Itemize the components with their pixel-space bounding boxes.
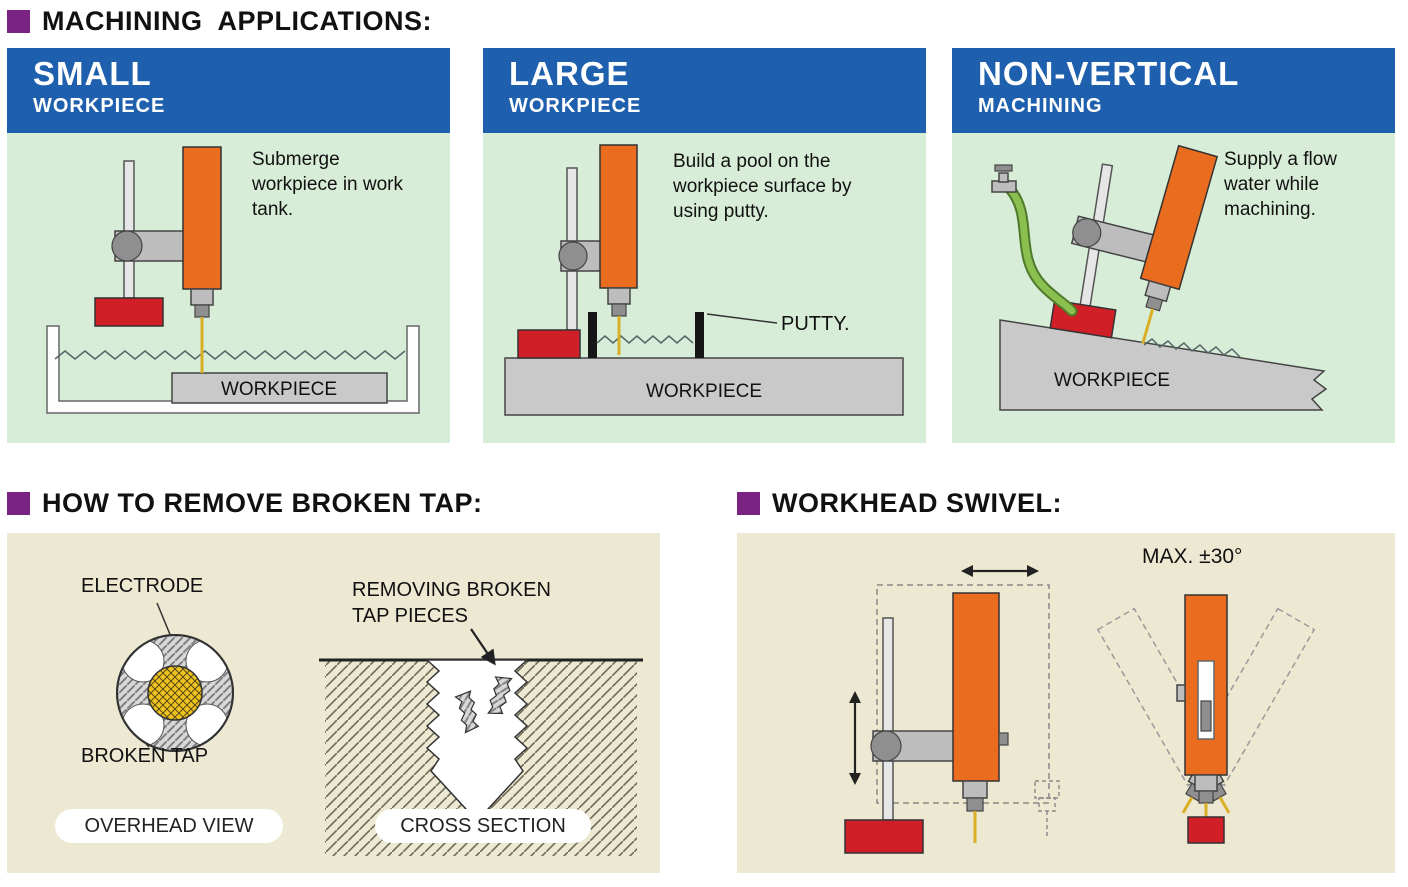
arrowhead-left: [961, 565, 973, 577]
non-vertical-drawing: WORKPIECE: [991, 144, 1328, 411]
workpiece-label: WORKPIECE: [646, 381, 762, 402]
cross-section-badge: CROSS SECTION: [375, 809, 591, 843]
panel-large-description: Build a pool on the workpiece surface by…: [673, 151, 852, 223]
body-group: [1139, 144, 1219, 344]
machine-body: [599, 144, 638, 289]
workhead-swivel-title: WORKHEAD SWIVEL:: [772, 488, 1062, 518]
panel-large-title: LARGE: [509, 55, 630, 92]
panel-large-header: LARGE WORKPIECE: [483, 48, 926, 133]
overhead-view-badge: OVERHEAD VIEW: [55, 809, 283, 843]
panel-small-illustration: WORKPIECE Submerge workpiece in work tan…: [7, 133, 450, 443]
broken-tap-header: HOW TO REMOVE BROKEN TAP:: [7, 488, 483, 519]
machine-base: [844, 819, 924, 854]
panel-small-workpiece: SMALL WORKPIECE WORKPIECE Submerge workp…: [7, 48, 450, 443]
chuck-lower: [194, 304, 210, 318]
machine-base: [517, 329, 581, 359]
pointer-arrow: [470, 628, 496, 666]
arm-knob: [870, 730, 902, 762]
workhead-swivel-drawing: [844, 565, 1316, 854]
machining-applications-header: MACHINING APPLICATIONS:: [7, 6, 432, 37]
panel-non-vertical-illustration: WORKPIECE Supply a flow water while mach…: [952, 133, 1395, 443]
broken-tap-label: BROKEN TAP: [81, 745, 209, 767]
putty-wall: [695, 312, 704, 358]
chuck: [190, 288, 214, 306]
pool-water-surface: [596, 335, 694, 344]
water-surface: [54, 350, 406, 360]
arrowhead-right: [1027, 565, 1039, 577]
panel-small-subtitle: WORKPIECE: [33, 94, 166, 117]
panel-large-illustration: PUTTY. WORKPIECE Build a pool on the wor…: [483, 133, 926, 443]
section-bullet-icon: [7, 492, 30, 515]
removing-broken-tap-label: REMOVING BROKEN TAP PIECES: [352, 579, 551, 627]
base-front: [1187, 816, 1225, 844]
chuck-front-lower: [1198, 790, 1214, 804]
panel-small-header: SMALL WORKPIECE: [7, 48, 450, 133]
arm-group: [1070, 215, 1156, 264]
faucet-neck: [998, 172, 1009, 183]
panel-non-vertical-header: NON-VERTICAL MACHINING: [952, 48, 1395, 133]
panel-non-vertical-title: NON-VERTICAL: [978, 55, 1240, 92]
broken-tap-piece: [454, 690, 480, 734]
slot-slider: [1200, 700, 1212, 732]
chuck-travel-outline: [1034, 780, 1060, 839]
panel-non-vertical-subtitle: MACHINING: [978, 94, 1103, 117]
machine-column: [123, 160, 135, 299]
putty-wall: [588, 312, 597, 358]
machining-applications-title: MACHINING APPLICATIONS:: [42, 6, 432, 36]
broken-tap-title: HOW TO REMOVE BROKEN TAP:: [42, 488, 483, 518]
water-hose-highlight: [1006, 185, 1076, 315]
travel-range-outline: [876, 584, 1050, 804]
section-bullet-icon: [737, 492, 760, 515]
workpiece-label: WORKPIECE: [1054, 370, 1170, 391]
workpiece-label: WORKPIECE: [221, 379, 337, 400]
chuck-lower: [966, 797, 984, 812]
body-side-knob: [998, 732, 1009, 746]
panel-non-vertical: NON-VERTICAL MACHINING: [952, 48, 1395, 443]
arm-knob: [558, 241, 588, 271]
arm-knob: [1072, 218, 1102, 248]
arrowhead-up: [849, 691, 861, 703]
workpiece-block: [171, 372, 388, 404]
section-bullet-icon: [7, 10, 30, 33]
large-workpiece-drawing: PUTTY. WORKPIECE: [504, 144, 904, 416]
panel-large-subtitle: WORKPIECE: [509, 94, 642, 117]
max-swivel-label: MAX. ±30°: [1142, 545, 1243, 568]
panel-non-vertical-description: Supply a flow water while machining.: [1224, 149, 1338, 221]
tap-outline: [116, 634, 234, 752]
machine-body: [1139, 144, 1219, 291]
chuck: [962, 780, 988, 799]
angled-workpiece: [999, 319, 1328, 411]
water-film: [1143, 338, 1241, 358]
arm-knob: [111, 230, 143, 262]
chuck-front: [1194, 774, 1218, 792]
electrode-core: [147, 665, 203, 721]
chuck-lower: [611, 303, 627, 317]
machine-body: [182, 146, 222, 290]
broken-tap-panel: ELECTRODE BROKEN TAP REMOVING BROKEN TAP…: [7, 533, 660, 873]
body-side-tab: [1176, 684, 1186, 702]
workhead-swivel-header: WORKHEAD SWIVEL:: [737, 488, 1062, 519]
machine-column: [882, 617, 894, 821]
panel-small-title: SMALL: [33, 55, 152, 92]
workpiece-slab: [504, 357, 904, 416]
electrode: [1141, 308, 1155, 344]
work-tank: [46, 325, 420, 414]
workhead-swivel-panel: MAX. ±30°: [737, 533, 1395, 873]
small-workpiece-drawing: WORKPIECE: [46, 146, 420, 414]
chuck: [607, 287, 631, 305]
putty-label: PUTTY.: [781, 313, 850, 335]
electrode-label: ELECTRODE: [81, 575, 204, 597]
panel-large-workpiece: LARGE WORKPIECE PUTTY. WORKPIECE: [483, 48, 926, 443]
arrowhead-down: [849, 773, 861, 785]
machine-body: [952, 592, 1000, 782]
putty-leader-line: [706, 313, 778, 324]
broken-tap-piece: [487, 676, 513, 715]
faucet-handle: [994, 164, 1013, 172]
panel-small-description: Submerge workpiece in work tank.: [252, 149, 403, 221]
machine-base: [94, 297, 164, 327]
